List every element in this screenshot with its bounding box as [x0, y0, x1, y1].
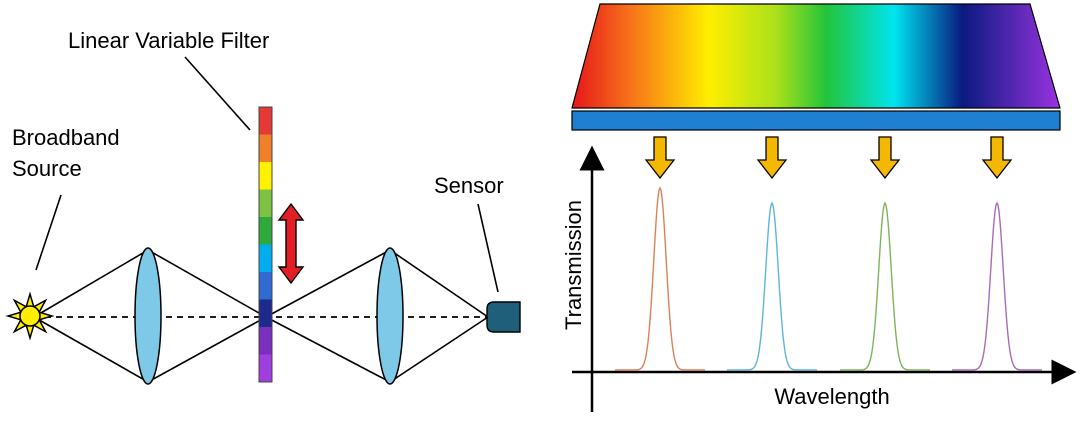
filter-translation-arrow-icon — [277, 202, 305, 285]
lens-2 — [376, 247, 404, 385]
transmission-peak — [615, 186, 705, 371]
filter-base-bar — [571, 110, 1061, 131]
lens-1 — [134, 247, 162, 385]
filter-band — [259, 134, 272, 163]
transmission-panel: Transmission Wavelength — [561, 3, 1077, 412]
sensor-label: Sensor — [434, 173, 504, 198]
down-arrow-icon — [644, 136, 676, 180]
transmission-peak — [727, 201, 817, 371]
sensor-callout-line — [477, 203, 499, 293]
filter-band — [259, 327, 272, 355]
source-callout-line — [35, 194, 62, 271]
linear-variable-filter — [259, 107, 272, 383]
down-arrow-icon — [981, 136, 1013, 180]
transmission-peak — [952, 201, 1042, 371]
filter-band — [259, 354, 272, 383]
filter-band — [259, 272, 272, 300]
filter-band — [259, 244, 272, 273]
y-axis-label: Transmission — [561, 200, 586, 330]
down-arrow-icon — [756, 136, 788, 180]
down-arrows — [644, 136, 1013, 180]
filter-label: Linear Variable Filter — [68, 28, 269, 53]
transmission-peak — [840, 201, 930, 371]
filter-band — [259, 217, 272, 245]
filter-band — [259, 162, 272, 190]
sensor-icon — [486, 301, 521, 333]
transmission-peaks — [615, 186, 1042, 371]
spectrum-trapezoid — [571, 3, 1061, 109]
filter-band — [259, 299, 272, 328]
filter-callout-line — [184, 56, 251, 131]
filter-outline — [258, 106, 273, 383]
optical-setup: Broadband Source Linear Variable Filter … — [5, 28, 521, 385]
filter-band — [259, 107, 272, 135]
source-label-line2: Source — [12, 156, 82, 181]
broadband-source-icon — [5, 291, 55, 341]
filter-band — [259, 189, 272, 218]
down-arrow-icon — [869, 136, 901, 180]
source-label-line1: Broadband — [12, 125, 120, 150]
light-rays — [33, 249, 489, 383]
x-axis-label: Wavelength — [774, 384, 889, 409]
